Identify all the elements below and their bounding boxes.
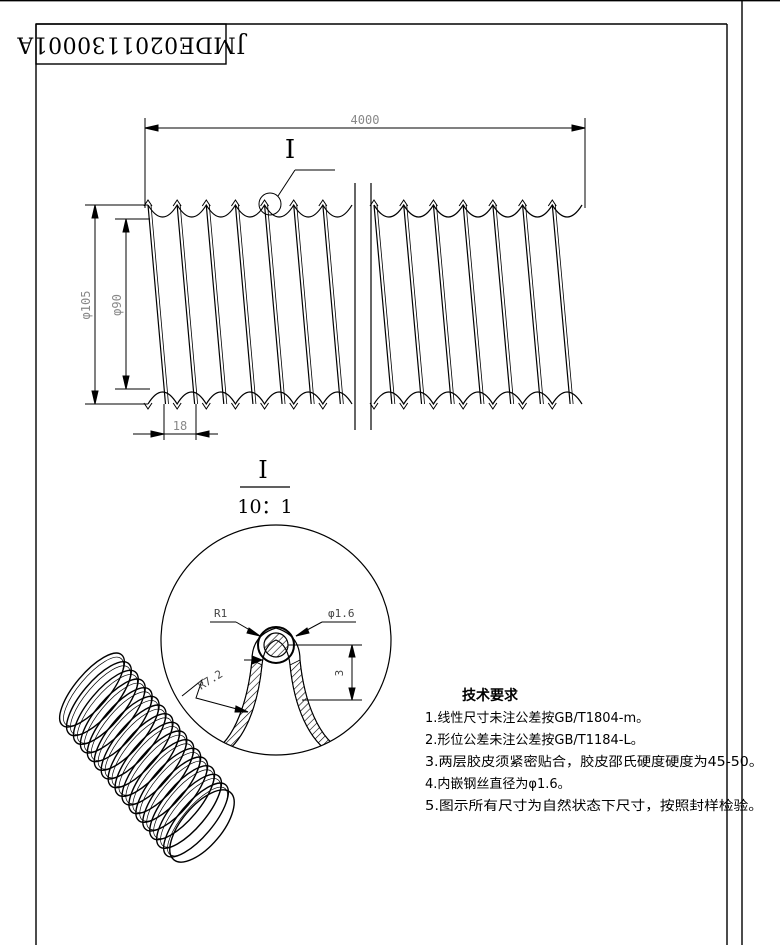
outer-diameter-text: φ105 (79, 291, 93, 320)
break-lines (354, 183, 372, 430)
hose-main-view (143, 199, 583, 410)
detail-scale-text: 10：1 (237, 496, 292, 518)
detail-callout-label: I (285, 135, 295, 165)
drawing-number: JMDE0201130001A (16, 32, 247, 57)
pitch-dimension (133, 404, 218, 440)
length-dim-text: 4000 (351, 113, 380, 127)
r1-label: R1 (214, 607, 227, 620)
inner-diameter-text: φ90 (110, 294, 124, 316)
detail-callout (258, 169, 335, 216)
detail-view: R1 φ1.6 3 R7.2 (160, 524, 392, 756)
pitch-dim-text: 18 (173, 419, 187, 433)
technical-requirements: 技术要求 1.线性尺寸未注公差按GB/T1804-m。 2.形位公差未注公差按G… (425, 687, 763, 814)
height-label: 3 (333, 670, 346, 677)
requirements-title: 技术要求 (462, 687, 519, 704)
requirement-item: 5.图示所有尺寸为自然状态下尺寸，按照封样检验。 (425, 798, 763, 814)
r7-label: R7.2 (196, 667, 225, 692)
requirement-item: 1.线性尺寸未注公差按GB/T1804-m。 (425, 711, 649, 726)
requirement-item: 2.形位公差未注公差按GB/T1184-L。 (425, 733, 644, 748)
wire-dia-label: φ1.6 (328, 607, 355, 620)
drawing-number-box: JMDE0201130001A (16, 23, 247, 65)
length-dimension (144, 118, 586, 208)
requirement-item: 4.内嵌钢丝直径为φ1.6。 (425, 776, 571, 792)
requirement-item: 3.两层胶皮须紧密贴合，胶皮邵氏硬度硬度为45-50。 (425, 754, 763, 770)
diameter-dimensions (85, 204, 150, 405)
detail-view-label: I (258, 456, 267, 484)
hose-isometric-view (58, 652, 235, 863)
